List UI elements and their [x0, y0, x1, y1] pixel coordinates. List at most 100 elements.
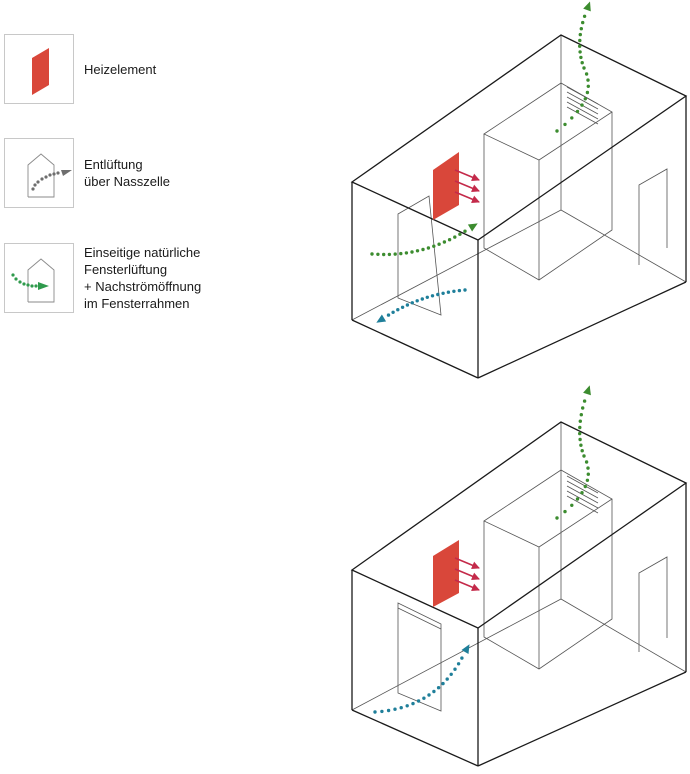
airflow-dot	[436, 686, 441, 690]
legend-exhaust-box	[4, 138, 74, 208]
airflow-dot	[373, 710, 377, 714]
airflow-dot	[421, 247, 425, 252]
airflow-dot	[453, 235, 457, 239]
airflow-arrowhead	[376, 314, 387, 323]
airflow-dot	[425, 295, 429, 299]
airflow-dot	[579, 413, 583, 417]
airflow-dot	[415, 249, 420, 253]
airflow-dot	[376, 252, 380, 256]
legend-window-box	[4, 243, 74, 313]
airflow-dot	[578, 44, 582, 48]
airflow-arrowhead	[467, 223, 478, 232]
airflow-dot	[578, 431, 582, 436]
window-ventilation-house-icon	[11, 258, 55, 303]
airflow-dot	[579, 55, 583, 60]
airflow-dot	[422, 696, 426, 700]
airflow-arrowhead	[583, 1, 591, 12]
airflow-dot	[586, 472, 590, 476]
airflow-dot	[393, 707, 397, 711]
airflow-dot	[584, 72, 589, 76]
airflow-dot	[463, 229, 467, 233]
airflow-window-inflow-top	[370, 223, 478, 257]
airflow-dot	[570, 116, 574, 120]
airflow-dot	[580, 491, 584, 495]
room-top	[350, 1, 688, 379]
airflow-dot	[456, 662, 461, 666]
airflow-dot	[386, 708, 391, 713]
airflow-dot	[441, 681, 445, 686]
airflow-dot	[583, 97, 587, 101]
airflow-dot	[582, 66, 586, 70]
airflow-dot	[393, 252, 397, 256]
airflow-exhaust-top	[555, 1, 591, 133]
airflow-dot	[426, 246, 431, 250]
airflow-dot	[582, 454, 586, 458]
airflow-vent-inflow-bottom	[373, 644, 470, 714]
airflow-dot	[578, 419, 582, 423]
airflow-dot	[555, 129, 559, 133]
heater-bottom	[433, 540, 459, 607]
airflow-dot	[581, 20, 585, 25]
airflow-dot	[404, 251, 409, 255]
airflow-dot	[578, 38, 582, 43]
airflow-dot	[382, 252, 386, 257]
room-bottom-interior	[351, 422, 687, 712]
airflow-arrowhead	[583, 385, 591, 396]
airflow-dot	[442, 240, 447, 244]
airflow-dot	[445, 677, 449, 681]
airflow-dot	[447, 238, 452, 242]
airflow-window-outflow-top	[376, 288, 467, 323]
airflow-dot	[427, 693, 431, 697]
room-top-outline	[350, 34, 688, 379]
room-bottom	[350, 385, 688, 767]
airflow-dot	[432, 244, 436, 248]
airflow-dot	[437, 242, 441, 246]
airflow-dot	[580, 103, 584, 107]
airflow-dot	[380, 709, 384, 714]
airflow-dot	[570, 503, 574, 507]
legend-exhaust-label: Entlüftung über Nasszelle	[84, 157, 170, 189]
airflow-dot	[582, 14, 587, 18]
airflow-dot	[387, 252, 392, 257]
airflow-dot	[579, 27, 583, 31]
airflow-dot	[449, 672, 453, 676]
airflow-dot	[579, 443, 583, 447]
airflow-dot	[586, 466, 590, 470]
airflow-dot	[458, 232, 462, 236]
airflow-dot	[391, 310, 395, 314]
airflow-dot	[399, 706, 403, 710]
heating-element-icon	[32, 48, 49, 95]
airflow-dot	[446, 290, 451, 294]
airflow-dot	[400, 305, 405, 309]
airflow-dot	[410, 250, 414, 254]
airflow-arrowhead	[461, 644, 470, 654]
airflow-dot	[416, 699, 421, 703]
airflow-dot	[453, 667, 457, 671]
airflow-dot	[399, 251, 403, 256]
room-bottom-outline	[350, 421, 688, 767]
heat-arrows-top	[454, 169, 480, 203]
exhaust-house-icon	[27, 153, 72, 198]
legend-heating-box	[4, 34, 74, 104]
airflow-dot	[586, 84, 590, 89]
airflow-dot	[436, 292, 440, 297]
airflow-dot	[585, 90, 590, 95]
airflow-dot	[586, 78, 590, 82]
airflow-dot	[575, 497, 580, 501]
airflow-dot	[457, 288, 462, 293]
airflow-dot	[441, 291, 445, 295]
airflow-dot	[370, 252, 374, 256]
airflow-dot	[405, 303, 410, 307]
airflow-dot	[555, 516, 559, 520]
airflow-dot	[580, 61, 584, 65]
airflow-dot	[581, 406, 585, 410]
airflow-dot	[460, 656, 464, 660]
airflow-dot	[578, 425, 582, 430]
legend-window-label: Einseitige natürliche Fensterlüftung + N…	[84, 245, 202, 311]
airflow-dot	[415, 299, 419, 303]
airflow-exhaust-bottom	[555, 385, 591, 520]
airflow-dot	[463, 288, 467, 292]
legend-heating-label: Heizelement	[84, 62, 157, 77]
airflow-dot	[430, 294, 435, 298]
